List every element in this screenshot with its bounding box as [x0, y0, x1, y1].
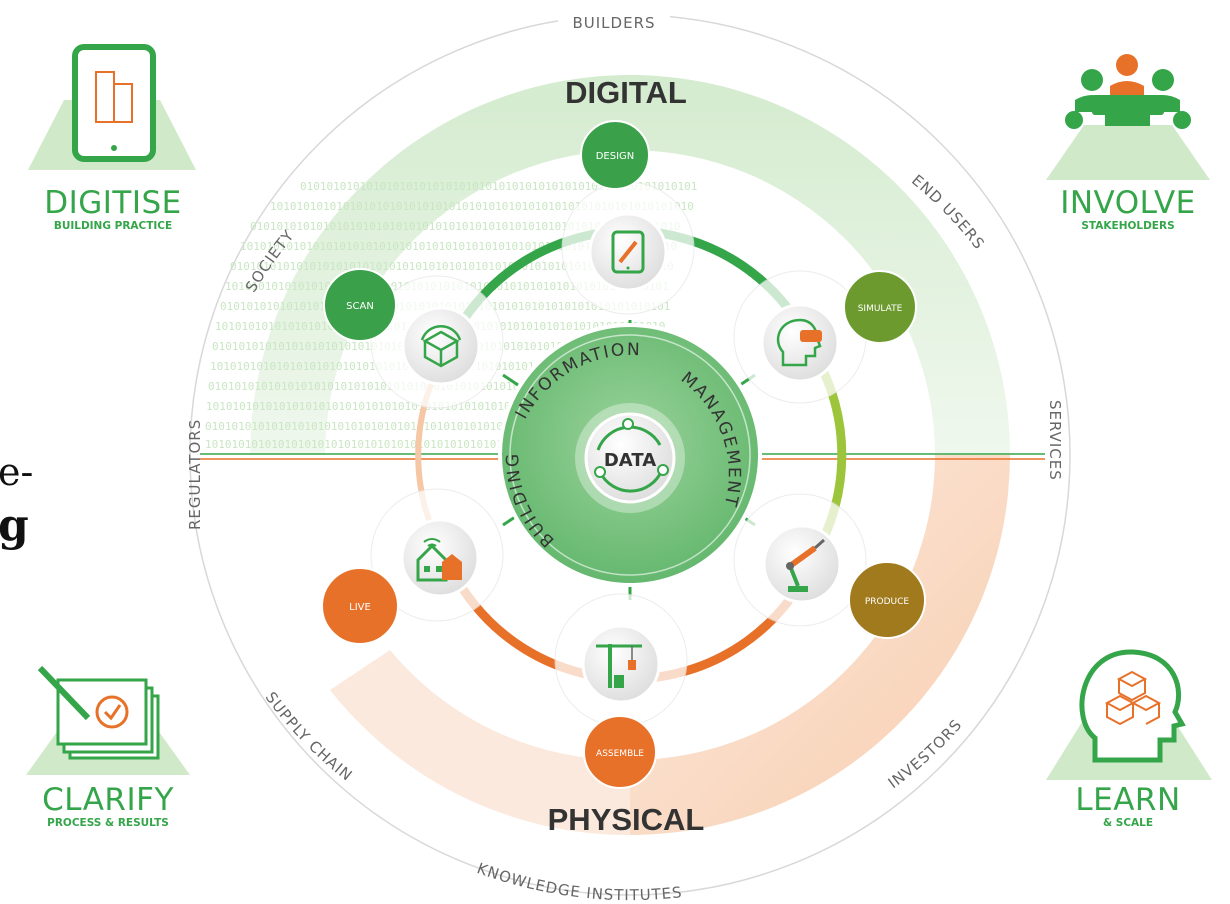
stage-badge-produce [848, 561, 926, 639]
stage-badge-scan [323, 268, 397, 342]
smart-house-icon [416, 538, 462, 582]
ring-label-services: SERVICES [1046, 400, 1064, 481]
stage-assemble[interactable]: ASSEMBLE [554, 593, 688, 789]
scan-cube-icon [420, 325, 462, 368]
edge-fragment-1: e- [0, 450, 34, 494]
stage-label-produce: PRODUCE [865, 597, 910, 607]
vr-head-icon [776, 318, 822, 367]
svg-text:010101010101010101010101010101: 0101010101010101010101010101010101010101… [230, 260, 674, 273]
stage-label-assemble: ASSEMBLE [596, 749, 644, 759]
corner-involve: INVOLVE STAKEHOLDERS [1033, 187, 1223, 233]
stage-produce[interactable]: PRODUCE [733, 493, 926, 639]
corner-digitise: DIGITISE BUILDING PRACTICE [18, 187, 208, 233]
stage-badge-design [580, 120, 650, 190]
corner-digitise-title: DIGITISE [44, 185, 182, 221]
ring-label-builders: BUILDERS [572, 14, 655, 32]
stage-label-design: DESIGN [596, 151, 635, 162]
crane-icon [596, 644, 642, 688]
digital-heading: DIGITAL [565, 75, 687, 110]
head-cubes-icon [1046, 649, 1212, 780]
data-cycle-node [622, 418, 634, 430]
corner-clarify: CLARIFY PROCESS & RESULTS [13, 784, 203, 830]
ring-label-gap-top [558, 6, 670, 32]
ring-label-knowledge-institutes: KNOWLEDGE INSTITUTES [475, 859, 684, 904]
data-core-label: DATA [604, 450, 656, 471]
stage-design[interactable]: DESIGN [561, 120, 695, 315]
stage-badge-live [321, 567, 399, 645]
digital-arc-band [250, 75, 1010, 455]
physical-heading: PHYSICAL [548, 802, 705, 837]
corner-clarify-title: CLARIFY [42, 782, 174, 818]
corner-clarify-subtitle: PROCESS & RESULTS [47, 817, 169, 829]
tablet-building-icon [28, 44, 196, 170]
corner-learn: LEARN & SCALE [1033, 784, 1223, 830]
physical-arc-band [630, 455, 1010, 835]
stage-live[interactable]: LIVE [321, 488, 504, 645]
meeting-people-icon [1046, 54, 1210, 180]
corner-involve-title: INVOLVE [1060, 185, 1196, 221]
document-check-icon [26, 665, 190, 775]
tablet-pen-icon [611, 230, 645, 274]
stage-badge-simulate [843, 270, 917, 344]
physical-arc-band-light [330, 650, 630, 836]
stage-label-simulate: SIMULATE [858, 304, 903, 314]
stage-simulate[interactable]: SIMULATE [733, 270, 917, 404]
corner-digitise-subtitle: BUILDING PRACTICE [53, 220, 173, 232]
stage-badge-assemble [583, 715, 657, 789]
data-cycle-arc-bottom [598, 469, 664, 493]
data-cycle-node [594, 466, 606, 478]
corner-learn-subtitle: & SCALE [1102, 817, 1154, 829]
stage-label-live: LIVE [349, 602, 371, 613]
stage-scan[interactable]: SCAN [323, 268, 504, 409]
information-management-disk-inner [509, 334, 751, 576]
ring-label-regulators: REGULATORS [186, 419, 204, 530]
corner-involve-subtitle: STAKEHOLDERS [1081, 220, 1175, 232]
robot-arm-icon [786, 538, 825, 592]
data-cycle-node [657, 464, 669, 476]
corner-learn-title: LEARN [1075, 782, 1181, 818]
edge-fragment-2: g [0, 500, 29, 551]
stage-label-scan: SCAN [346, 301, 374, 312]
